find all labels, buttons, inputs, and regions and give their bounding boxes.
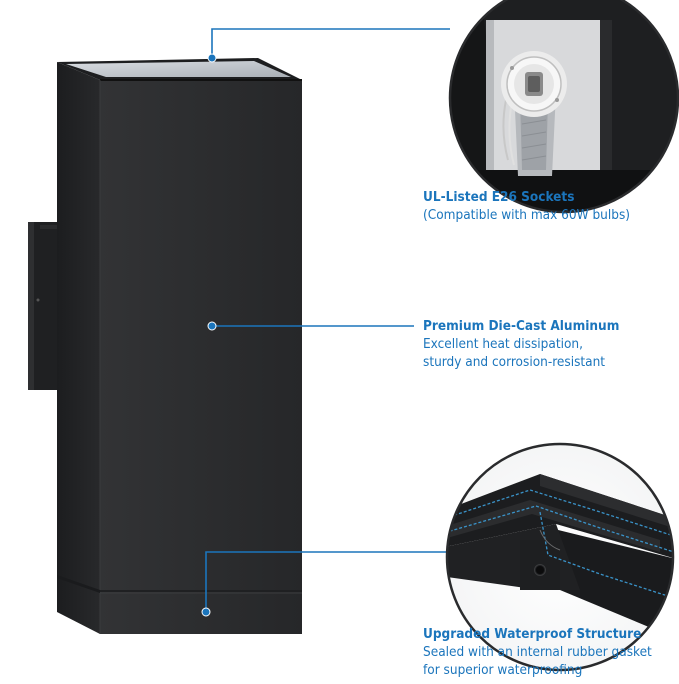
feature-desc: Excellent heat dissipation,	[423, 336, 583, 352]
callout-dot-icon	[207, 53, 217, 63]
feature-desc: Sealed with an internal rubber gasket	[423, 644, 652, 660]
feature-desc: sturdy and corrosion-resistant	[423, 354, 606, 370]
callout-dots	[201, 53, 217, 617]
feature-desc: for superior waterproofing	[423, 662, 583, 678]
feature-title: Upgraded Waterproof Structure	[423, 626, 642, 642]
lamp-fixture	[57, 58, 302, 634]
feature-desc: (Compatible with max 60W bulbs)	[423, 207, 631, 223]
gasket-closeup-icon	[445, 442, 675, 672]
feature-aluminum: Premium Die-Cast Aluminum Excellent heat…	[423, 317, 619, 371]
feature-title: UL-Listed E26 Sockets	[423, 189, 575, 205]
feature-waterproof: Upgraded Waterproof Structure Sealed wit…	[423, 625, 652, 679]
wall-mount-plate	[28, 222, 62, 390]
callout-dot-icon	[201, 607, 211, 617]
callout-dot-icon	[207, 321, 217, 331]
callout-lines	[205, 28, 450, 612]
feature-sockets: UL-Listed E26 Sockets (Compatible with m…	[423, 188, 630, 224]
feature-title: Premium Die-Cast Aluminum	[423, 318, 620, 334]
